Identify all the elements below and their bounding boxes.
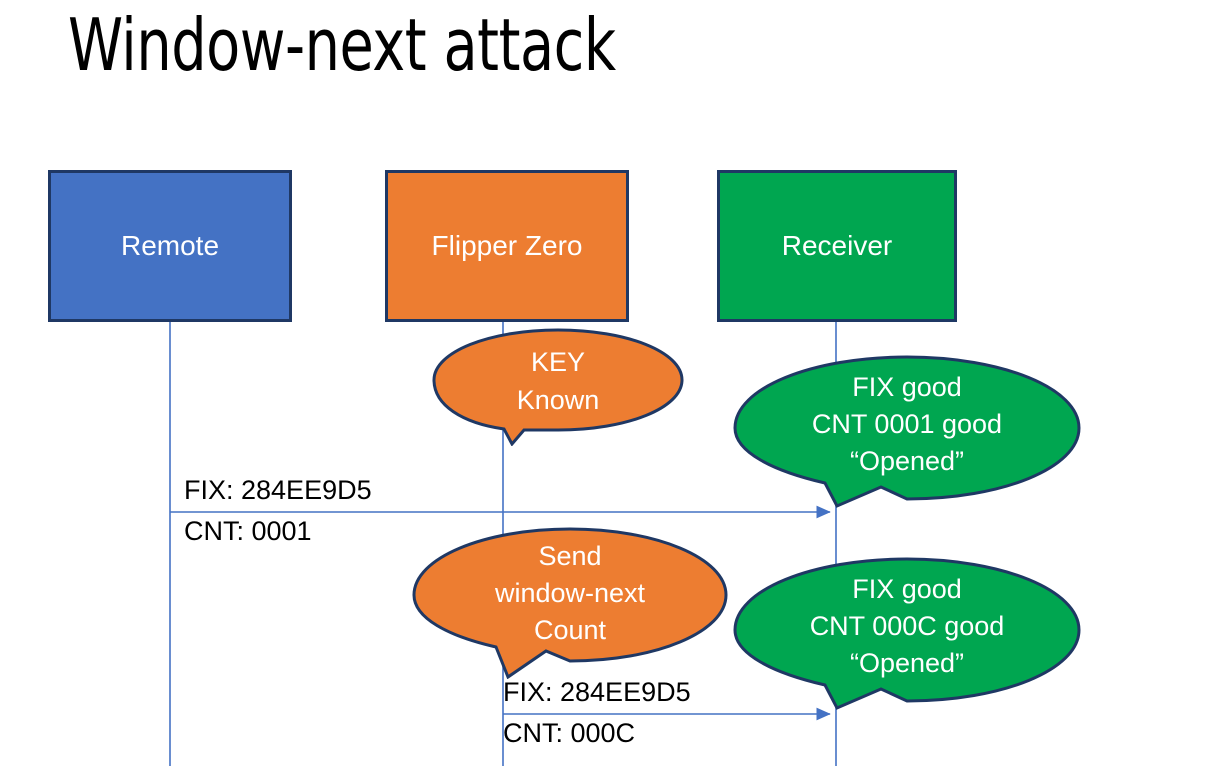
callout-send-window-next-shape [412, 527, 728, 680]
actor-label-remote: Remote [120, 230, 220, 261]
callout-receiver-ack-2[interactable]: FIX good CNT 000C good “Opened” [733, 557, 1081, 719]
callout-key-known[interactable]: KEY Known [432, 328, 684, 447]
actor-box-flipper[interactable]: Flipper Zero [385, 170, 629, 322]
callout-receiver-ack-1[interactable]: FIX good CNT 0001 good “Opened” [733, 355, 1081, 517]
page-title: Window-next attack [68, 3, 616, 87]
actor-label-receiver: Receiver [781, 230, 893, 261]
callout-key-known-shape [432, 328, 684, 447]
callout-receiver-ack-2-shape [733, 557, 1081, 710]
callout-send-window-next[interactable]: Send window-next Count [412, 527, 728, 680]
actor-box-remote[interactable]: Remote [48, 170, 292, 322]
actor-label-flipper: Flipper Zero [431, 230, 583, 261]
message-1-label-above: FIX: 284EE9D5 [184, 475, 372, 505]
message-2-label-below: CNT: 000C [503, 718, 636, 748]
message-2-label-above: FIX: 284EE9D5 [503, 677, 691, 707]
actor-box-receiver[interactable]: Receiver [717, 170, 957, 322]
message-1-label-below: CNT: 0001 [184, 516, 312, 546]
callout-receiver-ack-1-shape [733, 355, 1081, 508]
